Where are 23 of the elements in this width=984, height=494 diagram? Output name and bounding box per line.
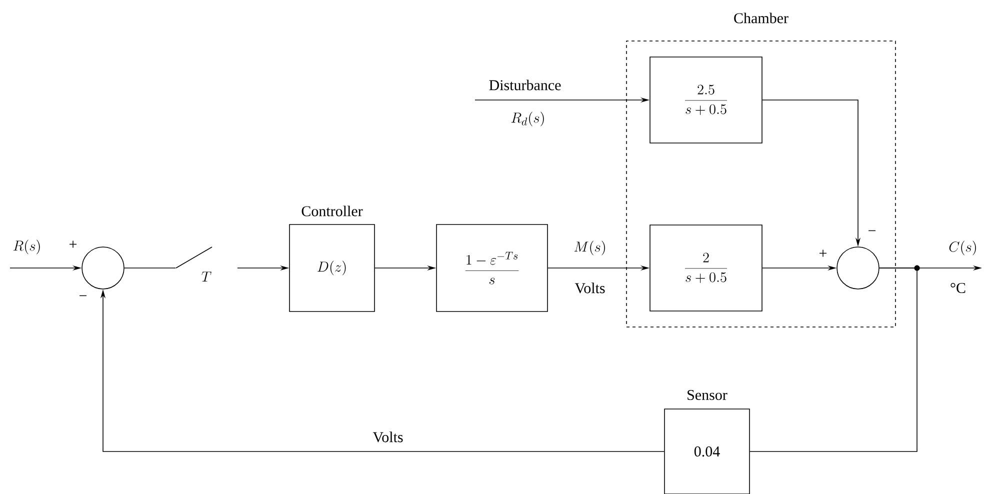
block-box: 0.04 — [664, 408, 750, 494]
block-box: $\frac{2.5}{s+0.5}$ — [650, 56, 762, 144]
sampling-period-label: $T$ — [202, 272, 212, 282]
block-box: $\frac{2}{s+0.5}$ — [650, 224, 762, 312]
block-box: $\frac{1-\varepsilon^{-Ts}}{s}$ — [436, 224, 548, 312]
summing-junction — [836, 246, 880, 290]
block-heading: Sensor — [688, 390, 728, 400]
signal-label: − — [868, 230, 876, 232]
edge-label: Volts — [372, 432, 403, 442]
edge-label: $M(s)$ — [574, 240, 605, 256]
block-heading: Chamber — [734, 12, 788, 24]
signal-label: + — [820, 250, 826, 257]
block-box: $D(z)$ — [289, 224, 375, 312]
signal-label: °C — [950, 282, 966, 294]
signal-label: + — [70, 240, 76, 248]
signal-label: Volts — [574, 282, 605, 294]
signal-label: $R_d(s)$ — [511, 112, 544, 126]
block-heading: Controller — [302, 206, 363, 216]
edge-label: Disturbance — [489, 80, 561, 90]
edge-label: $C(s)$ — [949, 240, 976, 256]
summing-junction — [82, 246, 124, 290]
signal-label: − — [80, 295, 86, 296]
edge-label: $R(s)$ — [13, 240, 40, 254]
